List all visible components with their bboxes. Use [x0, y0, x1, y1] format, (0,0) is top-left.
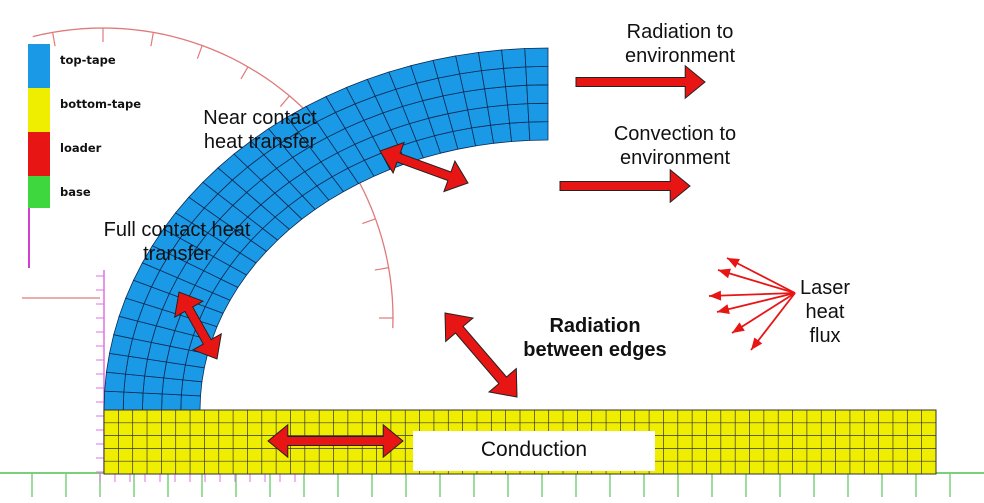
radiation-edges-line1: Radiation — [549, 315, 641, 337]
legend-label-bottom-tape: bottom-tape — [60, 97, 142, 111]
top-tape-cell — [503, 66, 528, 88]
top-tape-cell — [180, 394, 201, 411]
top-tape-cell — [507, 103, 530, 124]
laser-ray — [750, 292, 796, 351]
radiation-between-edges-label: Radiation between edges — [495, 314, 695, 362]
convection-env-line1: Convection to — [613, 123, 737, 145]
full-contact-line1: Full contact heat — [103, 219, 251, 241]
conduction-label: Conduction — [480, 438, 588, 461]
laser-line3: flux — [809, 325, 841, 347]
laser-ray-head — [732, 322, 745, 333]
top-tape-cell — [463, 88, 489, 111]
arrows — [174, 64, 796, 459]
laser-ray — [716, 292, 796, 313]
loader-tick — [374, 267, 389, 271]
loader-tick — [362, 218, 376, 225]
conduction-arrow — [267, 423, 404, 459]
loader-arc — [32, 27, 394, 329]
top-tape-cell — [105, 352, 129, 375]
top-tape-cell — [144, 358, 167, 379]
top-tape-cell — [481, 67, 507, 90]
convection-env-arrow — [559, 168, 691, 204]
top-tape-cell — [501, 48, 527, 69]
top-tape-cells — [103, 47, 549, 411]
laser-ray — [731, 292, 796, 334]
near-contact-line1: Near contact — [203, 107, 317, 129]
vertical-axis — [96, 270, 105, 473]
top-tape-cell — [527, 102, 549, 123]
loader-tick — [240, 66, 249, 80]
top-tape-cell — [467, 106, 492, 129]
top-tape-cell — [487, 104, 511, 126]
legend-label-loader: loader — [60, 141, 102, 155]
full-contact-arrow — [174, 291, 222, 360]
top-tape-cell — [509, 121, 531, 142]
radiation-env-arrow — [575, 64, 706, 100]
top-tape-cell — [104, 371, 126, 393]
laser-ray-head — [718, 268, 731, 279]
loader-tick — [150, 32, 154, 47]
loader-outline — [22, 27, 394, 329]
legend-swatch-bottom-tape — [28, 88, 50, 132]
laser-heat-flux-label: Laser heat flux — [785, 276, 865, 348]
top-tape-cell — [141, 392, 163, 411]
top-tape-cell — [125, 355, 148, 377]
top-tape-cell — [478, 49, 505, 72]
loader-tick — [52, 32, 56, 47]
laser-ray — [726, 257, 796, 294]
legend-tail — [28, 208, 30, 268]
top-tape-cell — [455, 52, 482, 75]
top-tape-cell — [484, 86, 509, 108]
laser-line2: heat — [805, 301, 845, 323]
legend-label-base: base — [60, 185, 91, 199]
legend-swatch-loader — [28, 132, 50, 176]
base-ground — [0, 472, 984, 497]
top-tape-mesh — [103, 47, 549, 411]
laser-ray — [708, 292, 796, 297]
legend-label-top-tape: top-tape — [60, 53, 116, 67]
near-contact-arrow — [379, 141, 469, 193]
radiation-env-line1: Radiation to — [626, 21, 734, 43]
laser-ray-head — [751, 337, 763, 350]
loader-tick — [196, 45, 203, 59]
top-tape-cell — [123, 373, 146, 394]
conduction-label-box — [413, 431, 655, 471]
near-contact-label: Near contact heat transfer — [175, 106, 345, 154]
legend-swatch-base — [28, 176, 50, 208]
top-tape-cell — [459, 70, 486, 93]
legend: top-tape bottom-tape loader base — [28, 44, 158, 269]
top-tape-cell — [122, 391, 144, 411]
top-tape-cell — [161, 393, 182, 411]
radiation-to-environment-label: Radiation to environment — [590, 20, 770, 68]
radiation-edges-line2: between edges — [523, 339, 667, 361]
radiation-edges-arrow — [444, 312, 518, 398]
top-tape-cell — [103, 390, 125, 411]
top-tape-cell — [524, 47, 549, 68]
convection-env-line2: environment — [619, 147, 731, 169]
laser-ray-head — [709, 290, 722, 301]
top-tape-cell — [490, 122, 513, 144]
radiation-env-line2: environment — [624, 45, 736, 67]
convection-to-environment-label: Convection to environment — [585, 122, 765, 170]
laser-line1: Laser — [799, 277, 851, 299]
full-contact-label: Full contact heat transfer — [72, 218, 282, 266]
laser-ray — [717, 269, 796, 294]
top-tape-cell — [471, 124, 495, 147]
laser-ray-head — [717, 304, 730, 315]
top-tape-cell — [505, 84, 529, 106]
top-tape-cell — [525, 65, 549, 86]
top-tape-cell — [142, 375, 165, 395]
loader-tick — [279, 95, 290, 107]
legend-swatch-top-tape — [28, 44, 50, 88]
top-tape-cell — [432, 55, 461, 79]
top-tape-cell — [180, 379, 203, 397]
laser-ray-head — [727, 258, 740, 268]
top-tape-cell — [161, 377, 184, 396]
top-tape-cell — [526, 84, 549, 105]
top-tape-cell — [528, 121, 549, 141]
full-contact-line2: transfer — [143, 243, 211, 265]
near-contact-line2: heat transfer — [203, 131, 317, 153]
